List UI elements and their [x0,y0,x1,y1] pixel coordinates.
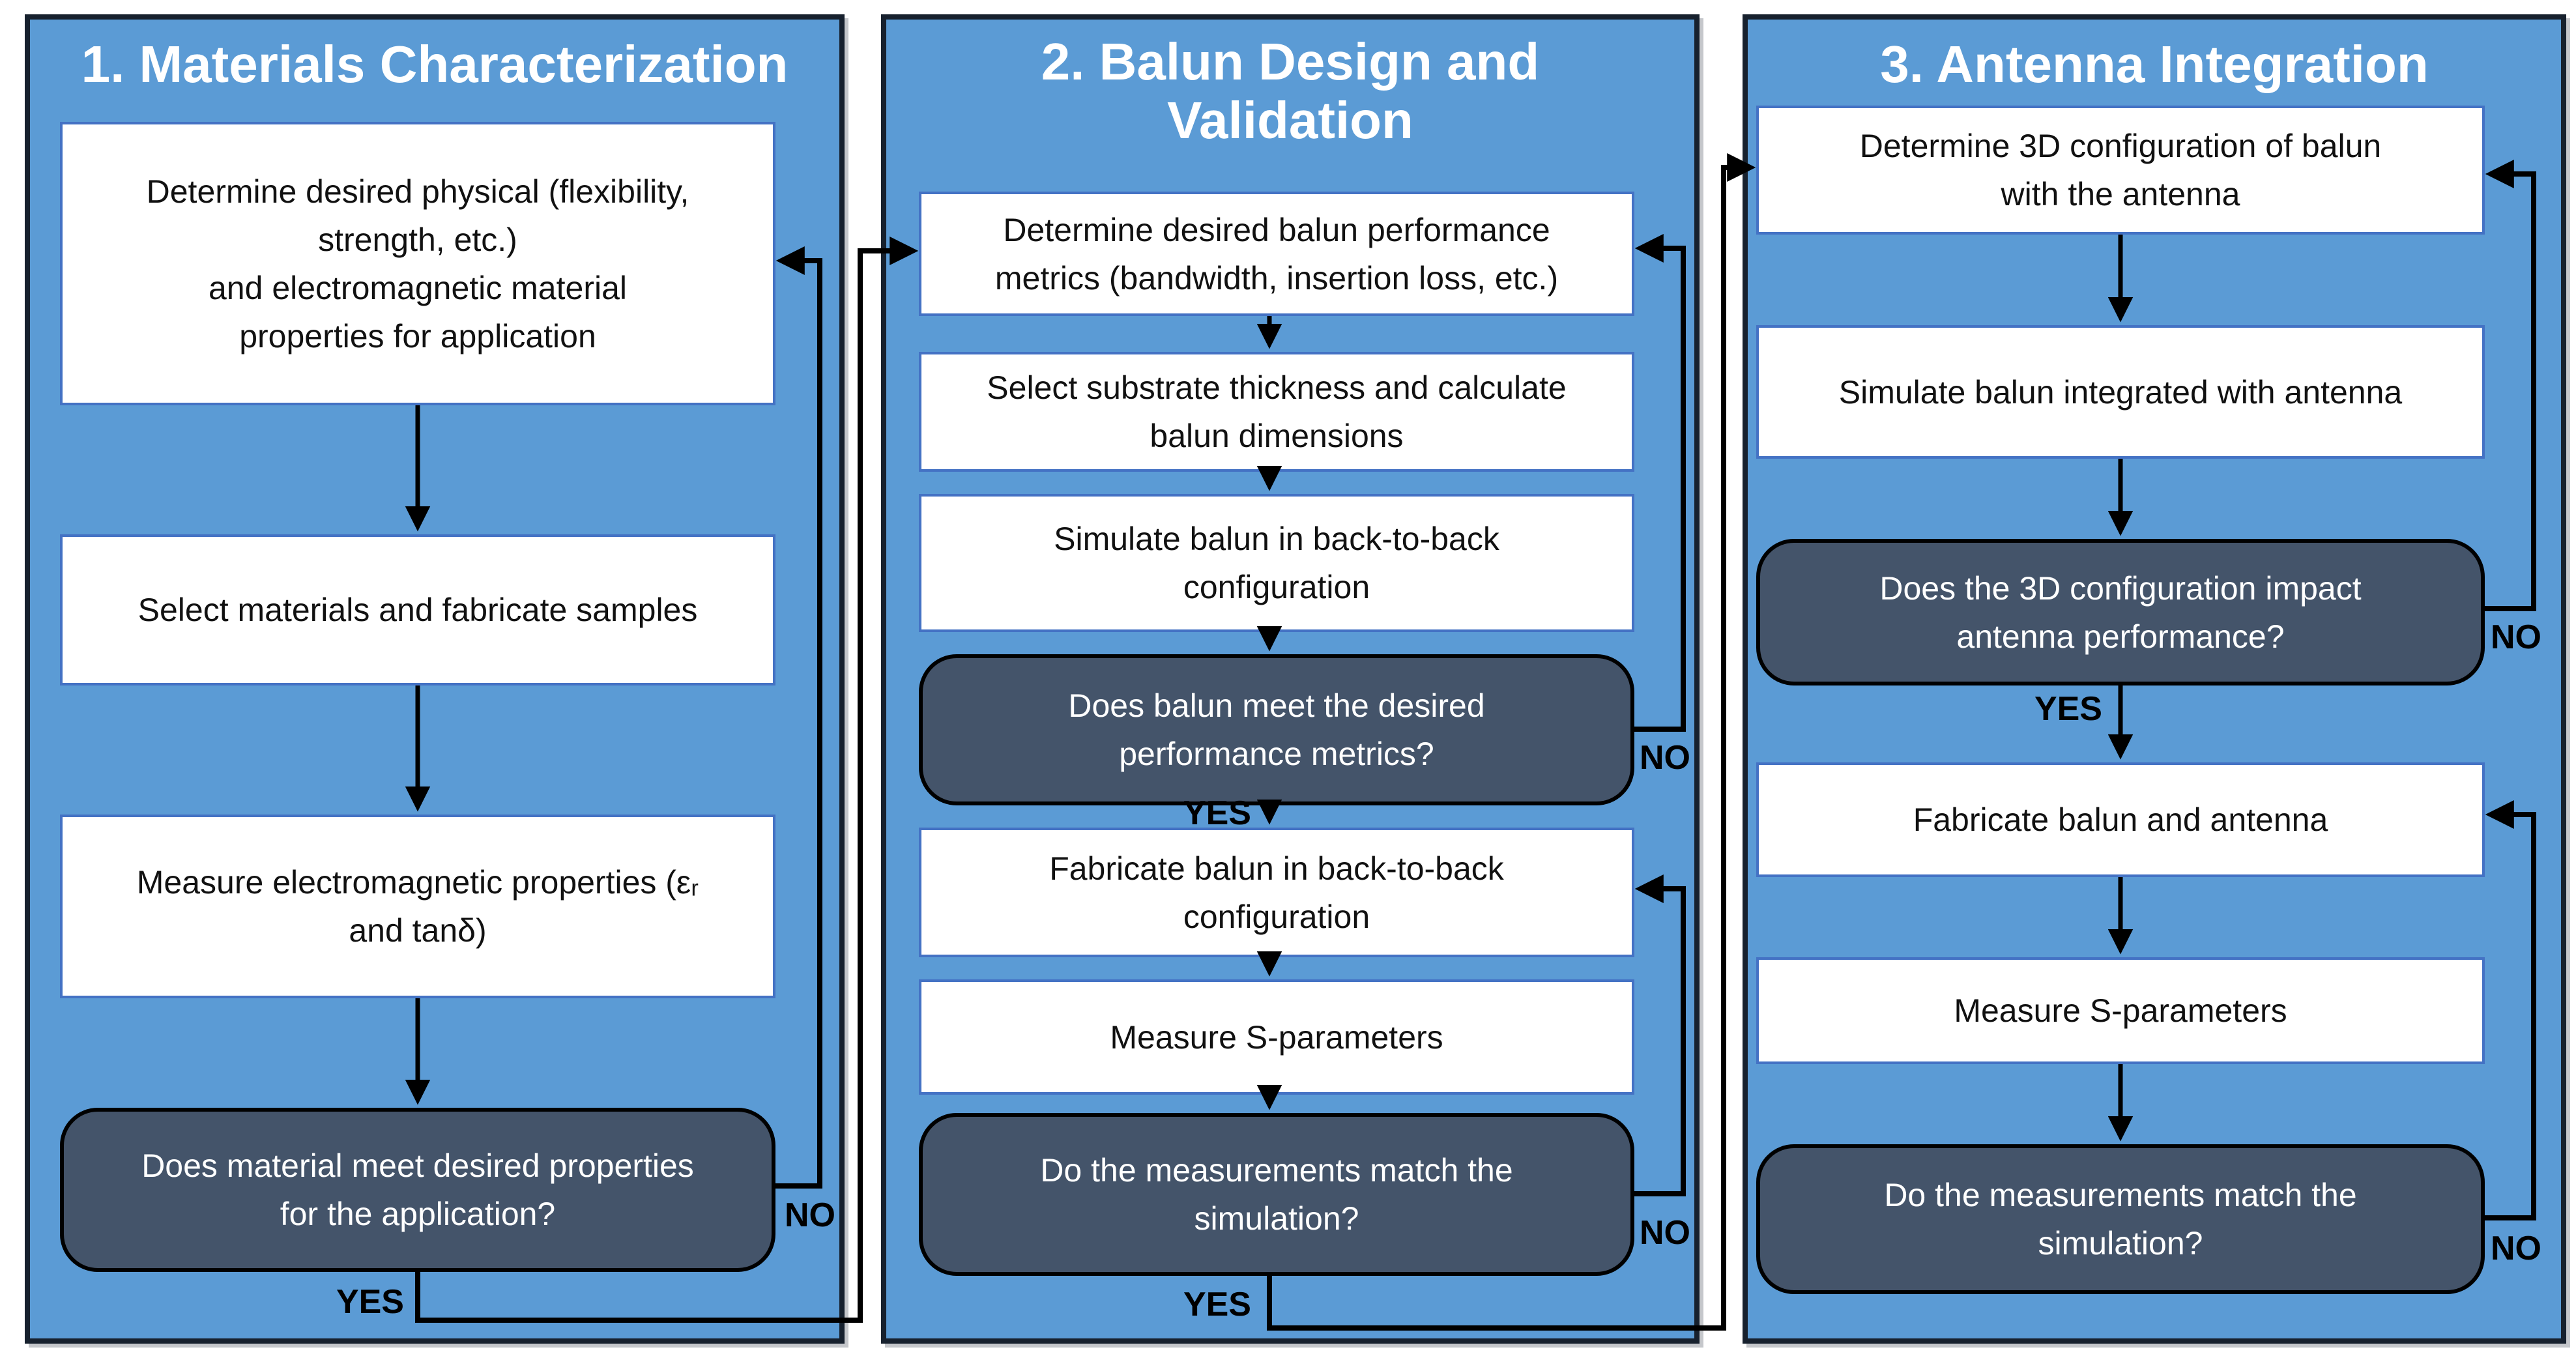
decision-measurements-match-simulation-antenna: Do the measurements match the simulation… [1756,1144,2485,1294]
label-no-balun-measurements: NO [1640,1214,1690,1252]
decision-balun-meets-metrics: Does balun meet the desired performance … [919,654,1634,805]
step-simulate-balun-back-to-back: Simulate balun in back-to-back configura… [919,494,1634,632]
label-no-balun-metrics: NO [1640,739,1690,777]
label-no-3d-configuration: NO [2491,618,2541,656]
label-no-antenna-measurements: NO [2491,1230,2541,1267]
stage-title-1: 1. Materials Characterization [81,35,789,93]
step-fabricate-balun-back-to-back: Fabricate balun in back-to-back configur… [919,828,1634,957]
step-determine-3d-configuration: Determine 3D configuration of balun with… [1756,106,2485,235]
step-determine-balun-metrics: Determine desired balun performance metr… [919,192,1634,316]
step-measure-s-parameters-antenna: Measure S-parameters [1756,957,2485,1064]
decision-measurements-match-simulation-balun: Do the measurements match the simulation… [919,1113,1634,1276]
step-measure-s-parameters-balun: Measure S-parameters [919,979,1634,1095]
label-yes-3d-configuration: YES [2034,690,2102,728]
decision-3d-configuration-impact: Does the 3D configuration impact antenna… [1756,539,2485,686]
label-yes-balun-measurements: YES [1183,1286,1251,1323]
decision-material-meets-properties: Does material meet desired properties fo… [60,1108,775,1272]
label-yes-balun-metrics: YES [1183,794,1251,832]
label-yes-material: YES [336,1283,404,1321]
step-select-materials-fabricate-samples: Select materials and fabricate samples [60,534,775,686]
stage-title-2: 2. Balun Design and Validation [1041,33,1540,149]
step-determine-material-properties: Determine desired physical (flexibility,… [60,122,775,405]
stage-title-3: 3. Antenna Integration [1880,35,2429,93]
step-measure-electromagnetic-properties: Measure electromagnetic properties (εᵣ a… [60,815,775,998]
step-fabricate-balun-and-antenna: Fabricate balun and antenna [1756,762,2485,877]
label-no-material: NO [785,1196,835,1234]
step-simulate-balun-with-antenna: Simulate balun integrated with antenna [1756,325,2485,459]
step-select-substrate-thickness: Select substrate thickness and calculate… [919,352,1634,472]
